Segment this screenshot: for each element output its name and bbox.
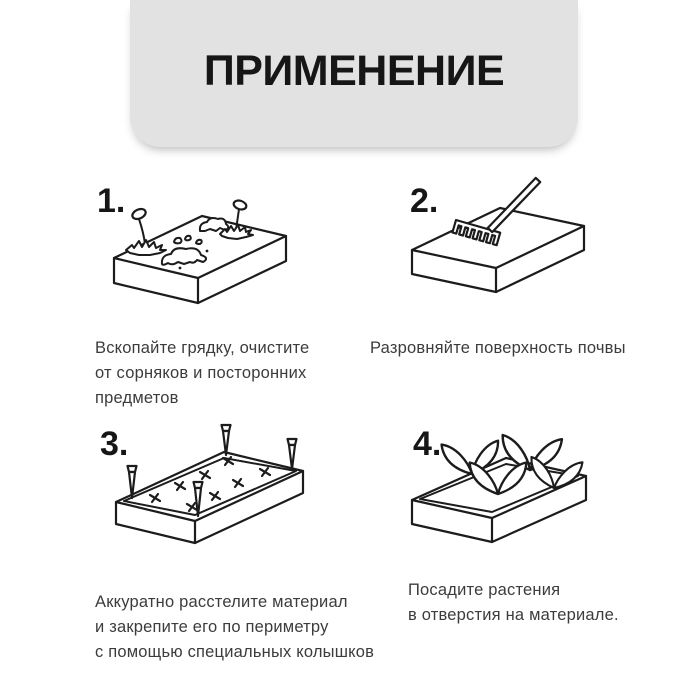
covering-material-illustration: [114, 423, 305, 545]
plant: [530, 455, 584, 490]
plant: [468, 461, 528, 496]
caption-line: Аккуратно расстелите материал: [95, 593, 348, 611]
header-banner: ПРИМЕНЕНИЕ: [130, 0, 578, 147]
peg: [126, 464, 138, 500]
caption-line: с помощью специальных колышков: [95, 643, 375, 661]
peg: [286, 437, 298, 471]
caption-line: Вскопайте грядку, очистите: [95, 339, 310, 357]
peg: [220, 423, 232, 457]
dig-bed-illustration: [112, 199, 288, 305]
dirt-patch: [160, 217, 230, 270]
weed: [125, 207, 167, 256]
caption-line: предметов: [95, 389, 179, 407]
covered-bed: [410, 456, 588, 544]
caption-line: от сорняков и посторонних: [95, 364, 307, 382]
caption-line: Посадите растения: [408, 581, 561, 599]
step-4-number: 4.: [413, 425, 442, 463]
step-1-number: 1.: [97, 182, 126, 220]
weed: [219, 199, 254, 240]
rake-bed-illustration: [410, 176, 586, 294]
material-edge: [123, 457, 297, 516]
covered-bed: [114, 450, 305, 545]
step-3-caption: Аккуратно расстелите материал и закрепит…: [95, 590, 374, 665]
page-title: ПРИМЕНЕНИЕ: [203, 47, 505, 95]
step-1-caption: Вскопайте грядку, очистите от сорняков и…: [95, 336, 309, 411]
caption-line: Разровняйте поверхность почвы: [370, 339, 626, 357]
x-slits: [148, 455, 272, 513]
rake-icon: [451, 176, 542, 247]
peg: [192, 480, 204, 518]
step-2-number: 2.: [410, 182, 439, 220]
step-3-number: 3.: [100, 425, 129, 463]
step-4-caption: Посадите растения в отверстия на материа…: [408, 578, 619, 628]
caption-line: в отверстия на материале.: [408, 606, 619, 624]
caption-line: и закрепите его по периметру: [95, 618, 329, 636]
step-2-caption: Разровняйте поверхность почвы: [370, 336, 626, 361]
planted-bed-illustration: [410, 433, 588, 544]
